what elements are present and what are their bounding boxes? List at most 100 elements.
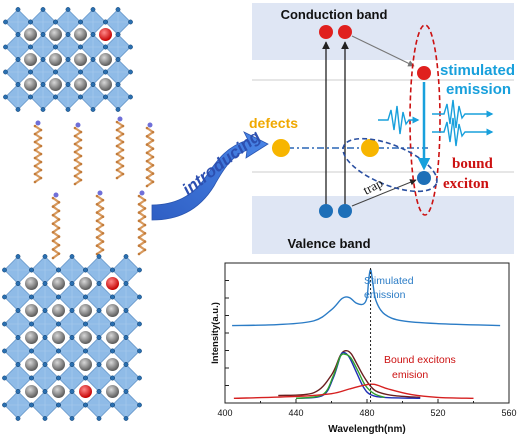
- halide-atom: [29, 348, 34, 354]
- chain-atom: [95, 211, 99, 214]
- dopant-atom: [99, 28, 112, 41]
- spectrum-series-5: [233, 383, 474, 400]
- spectrum-series-2: [278, 349, 421, 399]
- halide-atom: [128, 94, 133, 100]
- chain-atom: [101, 248, 105, 252]
- emitted-photon-wave-2: [432, 117, 494, 147]
- chain-atom: [51, 256, 55, 260]
- cation-atom: [106, 331, 119, 344]
- chain-atom: [121, 164, 125, 168]
- halide-atom: [15, 308, 21, 313]
- halide-atom: [56, 402, 61, 408]
- chain-atom: [137, 194, 141, 198]
- chain-atom: [137, 236, 141, 239]
- halide-atom: [29, 321, 34, 327]
- chain-atom: [137, 227, 141, 231]
- electron-2: [338, 25, 352, 39]
- cation-atom: [79, 358, 92, 371]
- chain-atom: [39, 168, 43, 172]
- chain-atom: [143, 198, 147, 202]
- bound-excitons-annotation-2: emision: [392, 369, 428, 381]
- chain-atom: [79, 178, 83, 182]
- chain-atom: [121, 124, 125, 128]
- cation-atom: [74, 53, 87, 66]
- chain-atom: [57, 218, 61, 221]
- perovskite-lattice-bottom: [2, 254, 142, 421]
- halide-atom: [103, 94, 108, 100]
- valence-band-label: Valence band: [287, 236, 370, 251]
- halide-atom: [90, 57, 96, 62]
- hole-1: [319, 204, 333, 218]
- halide-atom: [137, 267, 142, 273]
- halide-atom: [110, 321, 115, 327]
- cation-atom: [52, 277, 65, 290]
- chain-atom: [33, 164, 37, 168]
- halide-atom: [15, 362, 21, 367]
- perovskite-lattice-top: [3, 7, 133, 112]
- chain-atom: [73, 150, 77, 154]
- cation-atom: [79, 304, 92, 317]
- chain-atom: [115, 136, 119, 140]
- cation-atom: [49, 53, 62, 66]
- chain-atom: [101, 231, 105, 235]
- chain-atom: [39, 136, 43, 140]
- halide-atom: [3, 94, 8, 100]
- organic-ligand-chains: [33, 116, 155, 260]
- halide-atom: [15, 281, 21, 286]
- stimulated-electron: [417, 66, 431, 80]
- chain-atom: [73, 166, 77, 170]
- chain-atom: [95, 227, 99, 231]
- chain-atom: [79, 138, 83, 142]
- cation-atom: [52, 358, 65, 371]
- cation-atom: [24, 53, 37, 66]
- halide-atom: [15, 416, 21, 421]
- halide-atom: [69, 254, 75, 259]
- bound-exciton-hole: [417, 171, 431, 185]
- amine-head: [75, 122, 81, 128]
- chain-atom: [33, 180, 37, 184]
- trap-ellipse: [342, 137, 438, 193]
- chain-atom: [115, 144, 119, 148]
- bound-exciton-label-1: bound: [452, 156, 494, 172]
- halide-atom: [69, 281, 75, 286]
- halide-atom: [15, 389, 21, 394]
- chain-atom: [73, 134, 77, 138]
- halide-atom: [56, 375, 61, 381]
- halide-atom: [65, 32, 71, 37]
- halide-atom: [83, 348, 88, 354]
- halide-atom: [2, 402, 7, 408]
- dopant-atom: [79, 385, 92, 398]
- stimulated-emission-annotation-2: emission: [364, 289, 406, 301]
- introducing-label: introducing: [179, 126, 265, 199]
- halide-atom: [137, 375, 142, 381]
- chain-atom: [57, 235, 61, 238]
- halide-atom: [15, 57, 21, 62]
- cation-atom: [106, 358, 119, 371]
- halide-atom: [2, 294, 7, 300]
- emitted-photon-wave-1: [432, 99, 494, 129]
- chain-atom: [137, 219, 141, 223]
- chain-atom: [143, 215, 147, 219]
- halide-atom: [42, 335, 48, 340]
- halide-atom: [137, 294, 142, 300]
- halide-atom: [53, 44, 58, 50]
- halide-atom: [83, 321, 88, 327]
- x-tick-label: 560: [501, 408, 516, 418]
- chain-atom: [145, 126, 149, 130]
- cation-atom: [99, 78, 112, 91]
- chain-atom: [51, 248, 55, 251]
- chain-atom: [145, 184, 149, 188]
- chain-atom: [39, 128, 43, 132]
- defect-dot-left: [272, 139, 290, 157]
- halide-atom: [78, 94, 83, 100]
- cation-atom: [106, 385, 119, 398]
- chain-atom: [57, 243, 61, 247]
- stimulated-label-2: emission: [446, 81, 511, 98]
- chain-atom: [143, 248, 147, 252]
- chain-atom: [95, 244, 99, 248]
- halide-atom: [28, 69, 33, 75]
- cation-atom: [25, 385, 38, 398]
- halide-atom: [96, 416, 102, 421]
